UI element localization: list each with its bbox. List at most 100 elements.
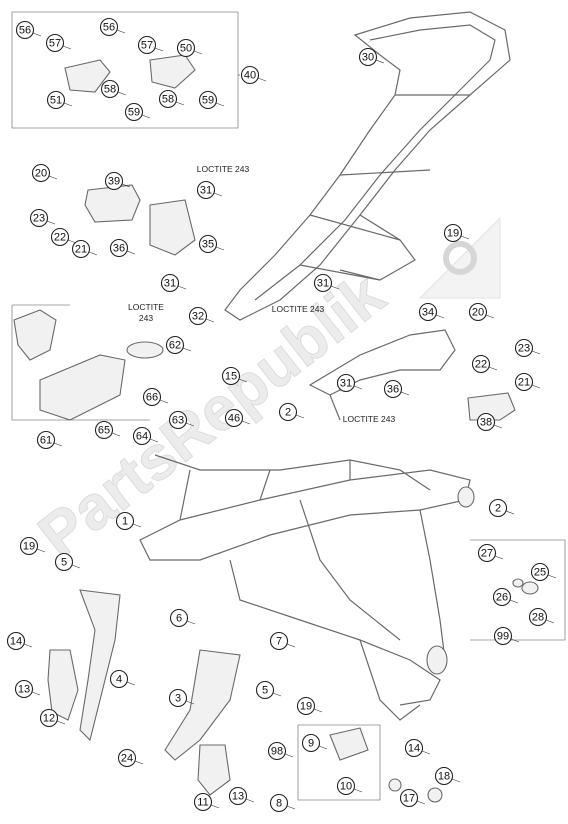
callout-circle <box>488 498 508 518</box>
leader-line <box>149 438 159 443</box>
leader-line <box>545 619 555 624</box>
callout-circle <box>104 171 124 191</box>
callout-label: 27 <box>481 548 493 560</box>
callout-40: 40 <box>240 65 260 85</box>
leader-line <box>185 700 195 705</box>
callout-2: 2 <box>488 498 508 518</box>
callout-circle <box>528 607 548 627</box>
footrest-kit-box <box>11 11 240 129</box>
callout-label: 14 <box>408 743 420 755</box>
callout-circle <box>471 354 491 374</box>
callout-circle <box>6 631 26 651</box>
leader-line <box>116 29 126 34</box>
callout-circle <box>269 631 289 651</box>
callout-label: 50 <box>180 43 192 55</box>
callout-circle <box>168 688 188 708</box>
leader-line <box>353 788 363 793</box>
callout-circle <box>224 408 244 428</box>
callout-circle <box>240 65 260 85</box>
callout-circle <box>132 426 152 446</box>
callout-circle <box>99 17 119 37</box>
callout-5: 5 <box>255 680 275 700</box>
callout-27: 27 <box>477 543 497 563</box>
callout-circle <box>221 366 241 386</box>
leader-line <box>313 708 323 713</box>
callout-circle <box>476 412 496 432</box>
callout-label: 56 <box>19 25 31 37</box>
callout-circle <box>358 47 378 67</box>
callout-2: 2 <box>278 402 298 422</box>
callout-label: 35 <box>202 239 214 251</box>
callout-label: 6 <box>176 613 182 625</box>
callout-13: 13 <box>228 786 248 806</box>
callout-label: 19 <box>23 541 35 553</box>
leader-line <box>177 285 187 290</box>
callout-circle <box>71 239 91 259</box>
main-frame <box>139 454 475 721</box>
chain-guard-box <box>11 304 150 421</box>
callout-label: 17 <box>403 793 415 805</box>
leader-line <box>400 391 410 396</box>
callout-label: 31 <box>340 378 352 390</box>
callout-label: 13 <box>232 791 244 803</box>
leader-line <box>531 350 541 355</box>
leader-line <box>67 239 77 244</box>
callout-circle <box>15 20 35 40</box>
callout-24: 24 <box>117 748 137 768</box>
callout-7: 7 <box>269 631 289 651</box>
callout-circle <box>100 79 120 99</box>
leader-line <box>193 50 203 55</box>
callout-circle <box>434 766 454 786</box>
callout-17: 17 <box>399 788 419 808</box>
leader-lines <box>23 29 557 810</box>
heel-guard-right <box>197 744 231 796</box>
callout-circle <box>313 273 333 293</box>
leader-line <box>53 442 63 447</box>
front-footrest <box>84 184 196 256</box>
leader-line <box>62 45 72 50</box>
callout-label: 2 <box>495 503 501 515</box>
leader-line <box>494 555 504 560</box>
callout-label: 39 <box>108 176 120 188</box>
callout-label: 59 <box>128 107 140 119</box>
leader-line <box>213 192 223 197</box>
callout-circle <box>50 227 70 247</box>
callout-26: 26 <box>492 587 512 607</box>
leader-line <box>117 91 127 96</box>
callout-23: 23 <box>514 338 534 358</box>
callout-circle <box>443 223 463 243</box>
callout-label: 14 <box>10 636 22 648</box>
callout-label: 31 <box>164 278 176 290</box>
callout-61: 61 <box>36 430 56 450</box>
callout-circle <box>137 35 157 55</box>
callout-label: 15 <box>225 371 237 383</box>
leader-line <box>31 691 41 696</box>
callout-56: 56 <box>99 17 119 37</box>
callout-circle <box>267 741 287 761</box>
callout-15: 15 <box>221 366 241 386</box>
leader-line <box>257 77 267 82</box>
leader-line <box>485 314 495 319</box>
right-footrest-bracket <box>164 649 241 761</box>
chain-guard <box>13 309 126 421</box>
callout-30: 30 <box>358 47 378 67</box>
callout-23: 23 <box>29 208 49 228</box>
callout-5: 5 <box>54 552 74 572</box>
callout-label: 62 <box>169 340 181 352</box>
callout-label: 8 <box>276 798 282 810</box>
callout-10: 10 <box>336 776 356 796</box>
callout-label: 36 <box>387 384 399 396</box>
callout-label: 1 <box>122 516 128 528</box>
leader-line <box>509 599 519 604</box>
callout-label: 31 <box>317 278 329 290</box>
leader-line <box>186 620 196 625</box>
callout-label: 64 <box>136 431 148 443</box>
callout-label: 22 <box>54 232 66 244</box>
callout-circle <box>142 387 162 407</box>
callout-label: 65 <box>98 425 110 437</box>
callout-3: 3 <box>168 688 188 708</box>
callout-circle <box>399 788 419 808</box>
rear-footrest <box>467 392 516 421</box>
leader-line <box>111 432 121 437</box>
